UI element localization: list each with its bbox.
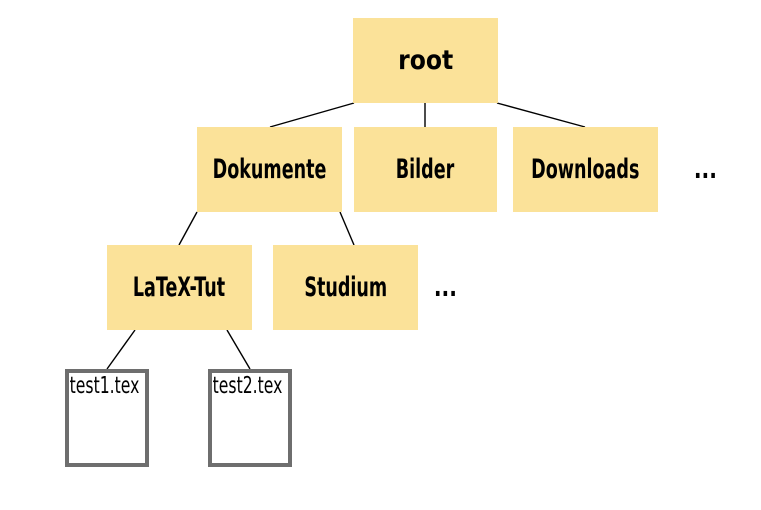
node-latex-tut: LaTeX-Tut bbox=[107, 245, 252, 330]
edge-root-downloads bbox=[496, 102, 586, 128]
node-bilder-label: Bilder bbox=[396, 154, 455, 185]
node-test1-file: test1.tex bbox=[65, 369, 149, 467]
edge-dokumente-studium bbox=[339, 211, 355, 246]
node-root: root bbox=[353, 18, 498, 103]
row3-ellipsis-label: ... bbox=[433, 272, 457, 303]
edge-root-dokumente bbox=[269, 102, 355, 128]
edge-dokumente-latex-tut bbox=[178, 211, 198, 246]
node-test2-label: test2.tex bbox=[212, 373, 283, 399]
row3-ellipsis: ... bbox=[421, 245, 469, 330]
node-dokumente: Dokumente bbox=[197, 127, 342, 212]
row2-ellipsis: ... bbox=[681, 127, 729, 212]
node-studium: Studium bbox=[273, 245, 418, 330]
edge-latex-tut-test1 bbox=[106, 329, 136, 370]
node-bilder: Bilder bbox=[354, 127, 497, 212]
node-latex-tut-label: LaTeX-Tut bbox=[133, 272, 226, 303]
node-downloads-label: Downloads bbox=[531, 154, 640, 185]
row2-ellipsis-label: ... bbox=[693, 154, 717, 185]
node-studium-label: Studium bbox=[304, 272, 387, 303]
node-test2-file: test2.tex bbox=[208, 369, 292, 467]
node-downloads: Downloads bbox=[513, 127, 658, 212]
node-test1-label: test1.tex bbox=[69, 373, 140, 399]
node-root-label: root bbox=[397, 45, 454, 76]
edge-latex-tut-test2 bbox=[226, 329, 251, 370]
node-dokumente-label: Dokumente bbox=[212, 154, 327, 185]
